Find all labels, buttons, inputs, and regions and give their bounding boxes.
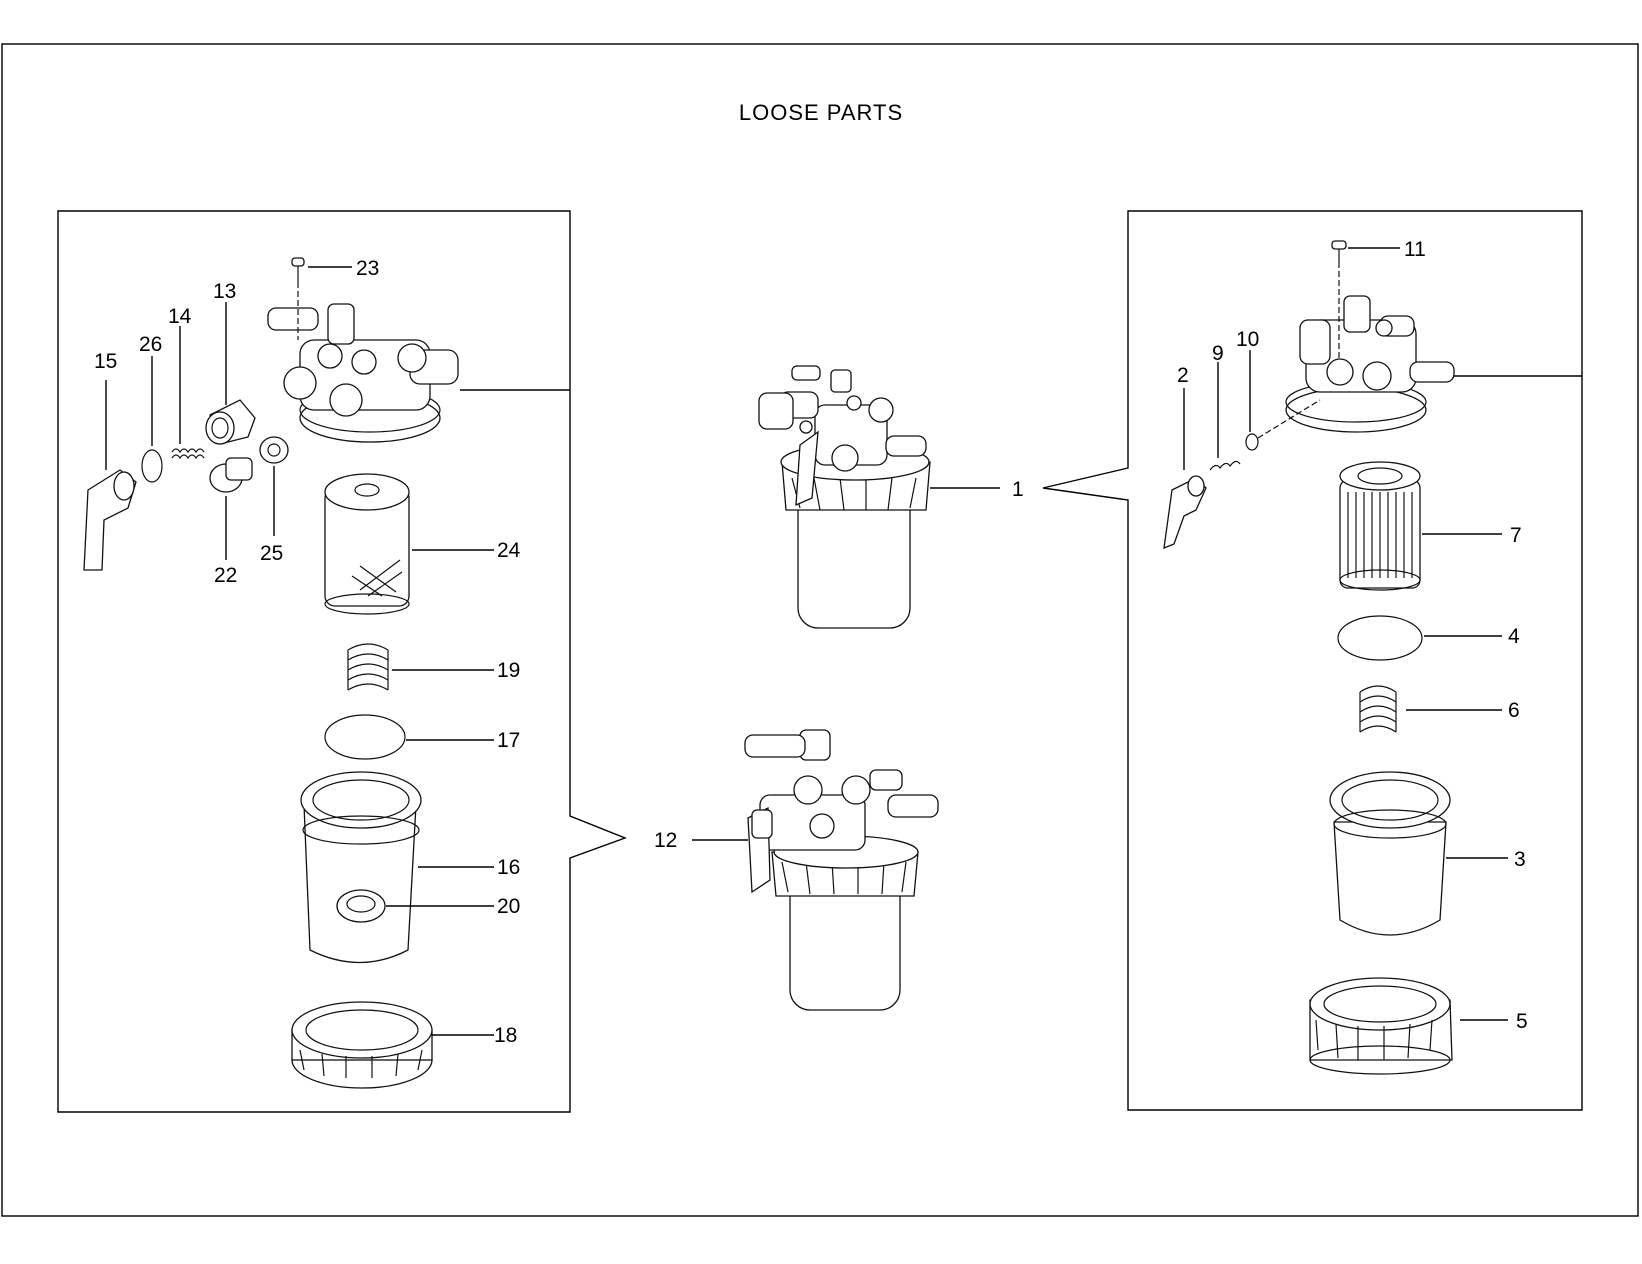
screw-11 (1331, 240, 1347, 360)
washer-25 (259, 436, 289, 464)
plug-22 (209, 457, 253, 493)
callout-labels: 23 13 14 26 15 22 25 24 19 17 16 20 18 1… (94, 238, 1528, 1047)
plug-13 (205, 399, 256, 445)
bowl-3 (1329, 771, 1451, 936)
filter-element-7 (1339, 461, 1421, 591)
callout-22: 22 (214, 564, 237, 587)
callout-23: 23 (356, 257, 379, 280)
o-ring-17 (324, 714, 406, 760)
spring-14 (171, 448, 205, 460)
callout-10: 10 (1236, 328, 1259, 351)
callout-16: 16 (497, 856, 520, 879)
callout-1: 1 (1012, 478, 1024, 501)
callout-15: 15 (94, 350, 117, 373)
callout-17: 17 (497, 729, 520, 752)
callout-4: 4 (1508, 625, 1520, 648)
lever-15 (83, 469, 137, 571)
spring-9 (1209, 460, 1241, 471)
leader-lines (105, 247, 1582, 1036)
diagram-title: LOOSE PARTS (738, 100, 904, 125)
callout-9: 9 (1212, 342, 1224, 365)
filter-element-24 (324, 473, 410, 615)
callout-24: 24 (497, 539, 521, 562)
o-ring-10 (1245, 433, 1259, 451)
fuel-filter-assembly-1 (758, 365, 931, 629)
ring-nut-18 (291, 1001, 433, 1089)
spring-6 (1359, 685, 1397, 733)
callout-12: 12 (654, 829, 677, 852)
callout-18: 18 (494, 1024, 517, 1047)
callout-5: 5 (1516, 1010, 1528, 1033)
spring-19 (347, 643, 389, 691)
callout-20: 20 (497, 895, 520, 918)
right-panel-frame (1042, 210, 1583, 1111)
callout-19: 19 (497, 659, 520, 682)
callout-14: 14 (168, 305, 192, 328)
sheet-border (1, 43, 1639, 1217)
callout-25: 25 (260, 542, 283, 565)
lever-2 (1163, 475, 1207, 550)
filter-head-left (267, 303, 459, 443)
screw-23 (291, 257, 305, 340)
callout-11: 11 (1404, 238, 1426, 261)
callout-13: 13 (213, 280, 236, 303)
filter-head-right (1285, 295, 1455, 433)
o-ring-26 (141, 449, 163, 483)
callout-26: 26 (139, 333, 162, 356)
fuel-filter-assembly-12 (744, 729, 939, 1011)
ring-nut-5 (1309, 977, 1453, 1075)
float-ring-20 (336, 889, 386, 923)
left-panel-frame (57, 210, 627, 1113)
bowl-16 (300, 771, 422, 964)
callout-2: 2 (1177, 364, 1189, 387)
callout-7: 7 (1510, 524, 1522, 547)
callout-6: 6 (1508, 699, 1520, 722)
callout-3: 3 (1514, 848, 1526, 871)
o-ring-4 (1337, 615, 1423, 661)
